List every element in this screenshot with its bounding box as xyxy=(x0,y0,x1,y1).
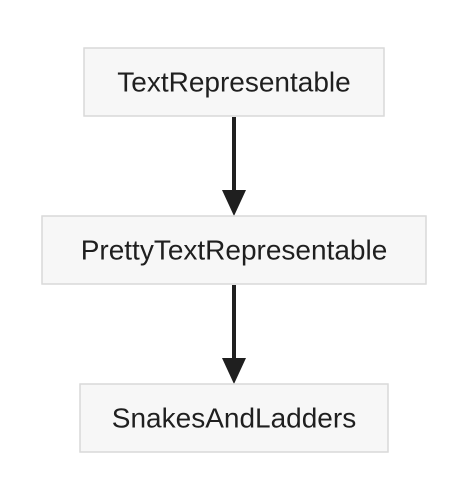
arrowhead-icon xyxy=(222,358,246,384)
node-label: TextRepresentable xyxy=(117,67,350,98)
node-snakes-and-ladders: SnakesAndLadders xyxy=(79,383,389,453)
node-box xyxy=(83,47,385,117)
node-label: PrettyTextRepresentable xyxy=(81,235,388,266)
node-text-representable: TextRepresentable xyxy=(83,47,385,117)
arrowhead-icon xyxy=(222,190,246,216)
edge-text-to-pretty xyxy=(222,117,246,216)
node-box xyxy=(41,215,427,285)
node-box xyxy=(79,383,389,453)
node-pretty-text-representable: PrettyTextRepresentable xyxy=(41,215,427,285)
edge-pretty-to-snakes xyxy=(222,285,246,384)
node-label: SnakesAndLadders xyxy=(112,403,356,434)
